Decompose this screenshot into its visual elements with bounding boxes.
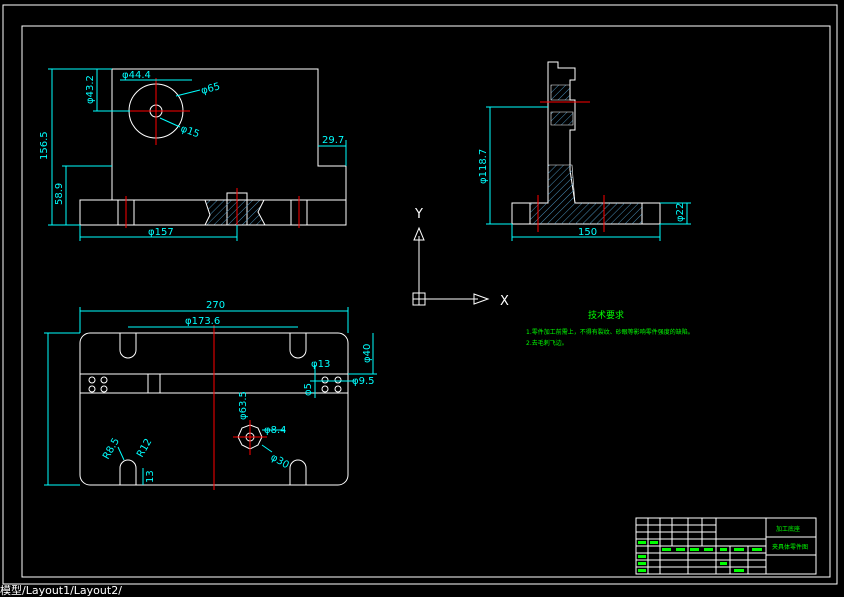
dim-150: 150 [578, 227, 597, 238]
dim-43-2: φ43.2 [85, 75, 96, 104]
front-view-dimensions [48, 68, 347, 241]
side-view-dimensions [486, 106, 691, 241]
dim-40: φ40 [362, 344, 373, 363]
side-view-centerlines [537, 101, 605, 232]
side-view-hatch [529, 84, 643, 225]
dim-173-6: φ173.6 [185, 316, 220, 327]
dim-63-5: φ63.5 [238, 391, 249, 420]
dim-29-7: 29.7 [322, 135, 344, 146]
dim-44-4: φ44.4 [122, 70, 151, 81]
title-block-fills [638, 541, 762, 572]
side-view-dim-text: φ118.7 150 φ22 [478, 149, 686, 238]
side-view [511, 61, 661, 225]
dim-r12: R12 [135, 437, 154, 460]
plan-view-dimensions [44, 307, 377, 486]
notes-line-1: 1.零件加工前需上，不得有裂纹、砂眼等影响零件强度的缺陷。 [526, 328, 694, 336]
dim-270: 270 [206, 300, 225, 311]
dim-9-5: φ9.5 [352, 376, 375, 387]
title-block-name: 加工底座 [776, 525, 800, 533]
ucs-axis-icon [412, 226, 490, 306]
front-view-hatch [204, 199, 266, 226]
front-view-centerlines [122, 78, 300, 228]
dim-8-4: φ8.4 [264, 425, 287, 436]
front-view-dim-text: φ44.4 φ43.2 φ65 φ15 29.7 156.5 58.9 φ157 [39, 70, 344, 238]
axis-y-label: Y [414, 207, 423, 222]
dim-15: φ15 [179, 123, 201, 140]
plan-view-centerlines [213, 325, 267, 490]
dim-156-5: 156.5 [39, 131, 50, 160]
dim-118-7: φ118.7 [478, 149, 489, 184]
dim-22: φ22 [675, 203, 686, 222]
dim-157: φ157 [148, 227, 174, 238]
technical-notes: 技术要求 1.零件加工前需上，不得有裂纹、砂眼等影响零件强度的缺陷。 2.去毛刺… [526, 309, 694, 347]
dim-13: φ13 [311, 359, 330, 370]
title-block [635, 517, 817, 575]
dim-58-9: 58.9 [54, 183, 65, 205]
layout-tabs[interactable]: 模型/Layout1/Layout2/ [0, 585, 844, 597]
layout-tabs-label[interactable]: 模型/Layout1/Layout2/ [0, 585, 122, 597]
dim-30: φ30 [269, 452, 291, 471]
outer-frame [2, 4, 838, 585]
dim-5: φ5 [303, 383, 314, 396]
dim-65: φ65 [200, 81, 222, 97]
notes-title: 技术要求 [588, 309, 624, 321]
dim-13-bottom: 13 [145, 470, 156, 483]
notes-line-2: 2.去毛刺飞边。 [526, 339, 568, 347]
inner-frame [21, 25, 831, 578]
axis-x-label: X [500, 294, 509, 309]
title-block-subtitle: 夹具体零件图 [772, 543, 808, 551]
